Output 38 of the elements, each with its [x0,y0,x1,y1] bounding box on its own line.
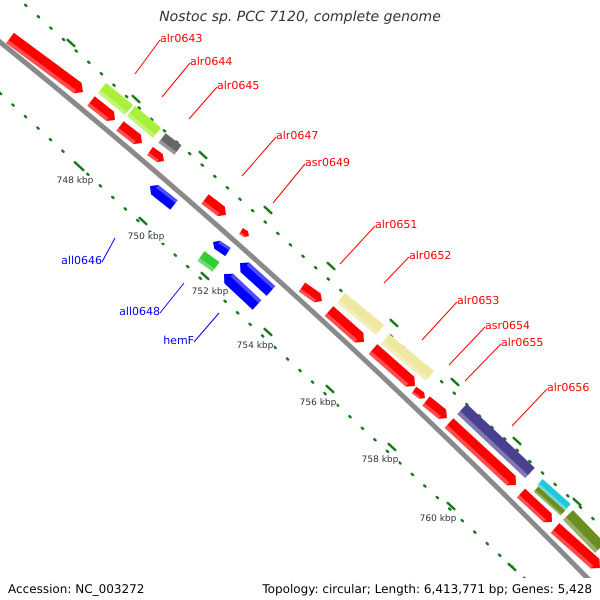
gene-label: all0648 [119,305,160,318]
gene-label: alr0655 [501,336,544,349]
leader-line [448,326,486,366]
leader-line [422,302,458,340]
footer-text: Accession: NC_003272 [8,581,144,598]
gene-label: alr0652 [409,249,452,262]
leader-line [340,226,376,264]
leader-line [194,312,220,342]
scale-label: 760 kbp [420,514,456,525]
leader-line [188,86,218,120]
gene-label: asr0649 [305,156,350,169]
scale-label: 750 kbp [128,232,164,243]
leader-line [102,238,116,262]
leader-line [272,164,306,204]
leader-line [160,282,184,314]
leader-line [134,40,160,74]
gene-label: alr0656 [547,381,590,394]
gene-label: hemF [163,334,194,347]
scale-label: 752 kbp [192,287,228,298]
leader-line [242,136,276,176]
scale-label: 748 kbp [56,176,94,187]
gene-label: asr0654 [485,319,530,332]
gene-label: alr0645 [217,79,260,92]
leader-line [384,256,410,284]
gene-label: alr0651 [375,218,418,231]
diagram-title: Nostoc sp. PCC 7120, complete genome [158,8,442,26]
gene-label: alr0643 [160,32,202,45]
gene-label: alr0653 [457,294,500,307]
gene-label: alr0644 [190,55,232,68]
scale-label: 754 kbp [236,341,274,352]
gene-label: alr0647 [276,129,318,142]
leader-line [162,62,190,98]
scale-label: 758 kbp [362,455,398,466]
gene-label: all0646 [61,254,102,267]
leader-line [512,388,548,426]
leader-line [464,344,502,382]
footer-text: Topology: circular; Length: 6,413,771 bp; Genes: 5,428 [262,581,592,598]
scale-label: 756 kbp [300,398,336,409]
